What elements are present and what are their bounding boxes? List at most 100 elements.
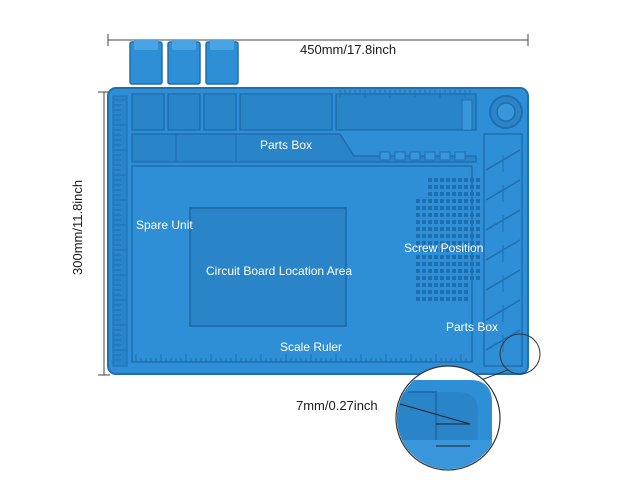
screw-hole xyxy=(428,248,432,252)
screw-hole xyxy=(434,297,438,301)
screw-hole xyxy=(446,185,450,189)
screw-hole xyxy=(422,227,426,231)
screw-hole xyxy=(458,297,462,301)
screw-hole xyxy=(440,234,444,238)
screw-hole xyxy=(440,199,444,203)
screw-hole xyxy=(476,185,480,189)
screw-hole xyxy=(458,220,462,224)
screw-hole xyxy=(470,220,474,224)
screw-hole xyxy=(464,234,468,238)
screw-hole xyxy=(464,227,468,231)
screw-hole xyxy=(434,199,438,203)
screw-hole xyxy=(464,255,468,259)
screw-hole xyxy=(440,178,444,182)
detachable-box-3-lid xyxy=(210,40,234,50)
screw-hole xyxy=(476,248,480,252)
screw-hole xyxy=(428,283,432,287)
screw-hole xyxy=(416,276,420,280)
screw-hole xyxy=(422,255,426,259)
thickness-pointer xyxy=(399,403,471,425)
circuit-board-area xyxy=(189,207,347,327)
screw-hole xyxy=(422,206,426,210)
screw-hole xyxy=(422,213,426,217)
screw-hole xyxy=(440,283,444,287)
screw-hole xyxy=(422,276,426,280)
screw-hole xyxy=(476,206,480,210)
left-ruler-ticks xyxy=(114,99,126,361)
tray-slot xyxy=(424,151,436,161)
screw-hole xyxy=(464,276,468,280)
compartment-3 xyxy=(203,93,237,131)
screw-hole xyxy=(440,269,444,273)
screw-hole xyxy=(464,178,468,182)
screw-hole xyxy=(446,276,450,280)
screw-hole xyxy=(446,269,450,273)
screw-hole xyxy=(434,248,438,252)
screw-hole xyxy=(440,255,444,259)
screw-hole xyxy=(440,262,444,266)
screw-hole xyxy=(428,220,432,224)
screw-hole xyxy=(464,206,468,210)
screw-hole xyxy=(464,220,468,224)
screw-hole xyxy=(470,185,474,189)
screw-hole xyxy=(440,248,444,252)
screw-hole xyxy=(476,220,480,224)
screw-hole xyxy=(470,276,474,280)
screw-hole xyxy=(446,262,450,266)
screw-hole xyxy=(428,269,432,273)
tray-small-slots xyxy=(379,151,466,161)
screw-hole xyxy=(476,255,480,259)
screw-hole xyxy=(458,213,462,217)
screw-hole xyxy=(452,276,456,280)
screw-hole xyxy=(434,290,438,294)
screw-hole xyxy=(428,290,432,294)
screw-hole xyxy=(452,213,456,217)
screw-hole xyxy=(446,206,450,210)
screw-hole xyxy=(470,206,474,210)
screw-hole xyxy=(422,283,426,287)
screw-hole xyxy=(452,269,456,273)
screw-hole xyxy=(446,213,450,217)
screw-hole xyxy=(446,283,450,287)
screw-hole xyxy=(434,178,438,182)
screw-hole xyxy=(470,248,474,252)
screw-hole xyxy=(434,255,438,259)
screw-hole xyxy=(452,220,456,224)
screw-hole xyxy=(440,227,444,231)
top-compartments xyxy=(131,93,477,131)
compartment-1 xyxy=(131,93,165,131)
screw-hole xyxy=(434,283,438,287)
screw-hole xyxy=(434,269,438,273)
screw-hole xyxy=(434,192,438,196)
screw-hole xyxy=(428,241,432,245)
screw-hole xyxy=(440,220,444,224)
screw-hole xyxy=(428,227,432,231)
screw-hole xyxy=(464,262,468,266)
detachable-box-1-lid xyxy=(134,40,158,50)
screw-hole xyxy=(434,185,438,189)
parts-box-right-label: Parts Box xyxy=(446,320,499,334)
screw-hole xyxy=(470,241,474,245)
screw-hole xyxy=(446,248,450,252)
screw-hole xyxy=(428,234,432,238)
parts-box-top-label: Parts Box xyxy=(260,138,313,152)
screw-hole xyxy=(476,213,480,217)
screw-hole xyxy=(452,290,456,294)
screw-hole xyxy=(440,192,444,196)
screw-position-grid xyxy=(416,178,480,301)
screw-hole xyxy=(470,199,474,203)
screw-hole xyxy=(428,255,432,259)
screw-hole xyxy=(422,297,426,301)
tray-slot xyxy=(439,151,451,161)
screw-hole xyxy=(434,206,438,210)
screw-hole xyxy=(458,276,462,280)
screw-hole xyxy=(440,276,444,280)
screw-hole xyxy=(422,234,426,238)
screw-hole xyxy=(458,241,462,245)
screw-hole xyxy=(476,192,480,196)
screw-hole xyxy=(422,248,426,252)
screw-hole xyxy=(446,297,450,301)
screw-hole xyxy=(434,227,438,231)
screw-hole xyxy=(434,220,438,224)
